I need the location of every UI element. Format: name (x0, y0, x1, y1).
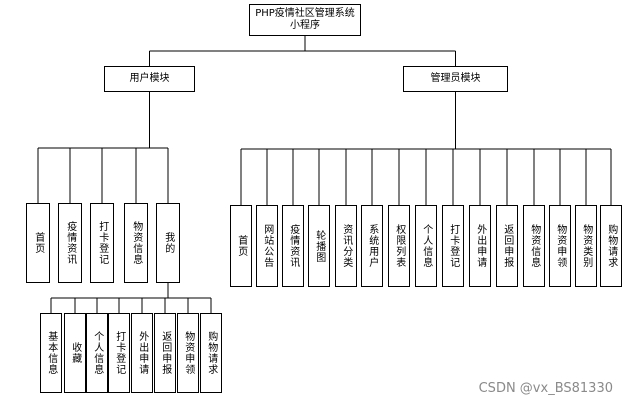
admin-child-label: 物资申领 (554, 224, 566, 268)
admin-child-label: 外出申请 (474, 224, 486, 268)
admin-child-node: 购物请求 (600, 205, 622, 287)
root-label: PHP疫情社区管理系统 小程序 (255, 7, 355, 32)
admin-child-node: 网站公告 (256, 205, 278, 287)
admin-child-label: 首页 (235, 235, 247, 257)
admin-child-label: 网站公告 (261, 224, 273, 268)
admin-child-node: 返回申报 (496, 205, 518, 287)
mine-child-node: 收藏 (64, 313, 86, 393)
admin-child-node: 资讯分类 (335, 205, 357, 287)
user-child-label: 我的 (162, 232, 174, 254)
admin-child-label: 权限列表 (393, 224, 405, 268)
admin-child-label: 物资类别 (580, 224, 592, 268)
mine-child-node: 外出申请 (131, 313, 153, 393)
user-child-node: 打卡登记 (90, 203, 114, 283)
user-child-label: 打卡登记 (96, 221, 108, 265)
mine-child-node: 个人信息 (86, 313, 108, 393)
mine-child-node: 基本信息 (40, 313, 62, 393)
admin-child-node: 系统用户 (361, 205, 383, 287)
admin-child-label: 轮播图 (313, 229, 325, 263)
user-child-node-mine: 我的 (156, 203, 180, 283)
mine-child-label: 打卡登记 (113, 331, 125, 375)
admin-child-label: 物资信息 (528, 224, 540, 268)
admin-child-node: 个人信息 (415, 205, 437, 287)
admin-child-label: 系统用户 (366, 224, 378, 268)
admin-module-label: 管理员模块 (430, 73, 481, 85)
user-child-node: 物资信息 (124, 203, 148, 283)
admin-child-node: 轮播图 (308, 205, 330, 287)
admin-child-node: 物资类别 (575, 205, 597, 287)
mine-child-label: 返回申报 (159, 331, 171, 375)
admin-child-node: 物资信息 (523, 205, 545, 287)
user-module-node: 用户模块 (104, 66, 195, 92)
admin-child-node: 首页 (230, 205, 252, 287)
mine-child-node: 返回申报 (154, 313, 176, 393)
admin-module-node: 管理员模块 (403, 66, 508, 92)
admin-child-label: 打卡登记 (447, 224, 459, 268)
mine-child-node: 购物请求 (200, 313, 222, 393)
admin-child-node: 外出申请 (469, 205, 491, 287)
admin-child-label: 疫情资讯 (287, 224, 299, 268)
mine-child-label: 收藏 (69, 342, 81, 364)
admin-child-label: 返回申报 (501, 224, 513, 268)
mine-child-label: 物资申领 (182, 331, 194, 375)
mine-child-label: 购物请求 (205, 331, 217, 375)
mine-child-node: 物资申领 (177, 313, 199, 393)
admin-child-label: 个人信息 (420, 224, 432, 268)
mine-child-label: 基本信息 (45, 331, 57, 375)
csdn-watermark: CSDN @vx_BS81330 (478, 381, 613, 396)
admin-child-node: 权限列表 (388, 205, 410, 287)
root-node: PHP疫情社区管理系统 小程序 (249, 4, 361, 36)
admin-child-node: 打卡登记 (442, 205, 464, 287)
admin-child-label: 购物请求 (605, 224, 617, 268)
admin-child-node: 疫情资讯 (282, 205, 304, 287)
user-child-node: 疫情资讯 (58, 203, 82, 283)
user-child-label: 疫情资讯 (64, 221, 76, 265)
user-module-label: 用户模块 (129, 73, 170, 85)
user-child-node: 首页 (26, 203, 50, 283)
user-child-label: 首页 (32, 232, 44, 254)
mine-child-label: 外出申请 (136, 331, 148, 375)
mine-child-node: 打卡登记 (108, 313, 130, 393)
admin-child-label: 资讯分类 (340, 224, 352, 268)
mine-child-label: 个人信息 (91, 331, 103, 375)
admin-child-node: 物资申领 (549, 205, 571, 287)
user-child-label: 物资信息 (130, 221, 142, 265)
